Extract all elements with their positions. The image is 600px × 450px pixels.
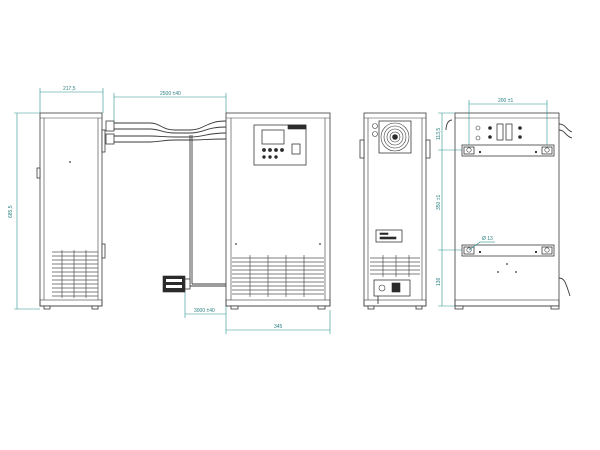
upper-mount-bracket bbox=[461, 144, 555, 157]
rating-label bbox=[375, 229, 403, 243]
display-screen bbox=[261, 129, 285, 145]
bracket-width-label: 200 ±1 bbox=[498, 98, 513, 104]
cable-top-label: 2500 ±40 bbox=[160, 91, 181, 97]
front-width-label: 345 bbox=[274, 324, 283, 330]
side-depth-label: 217,5 bbox=[63, 86, 76, 92]
front-width-dimension: 345 bbox=[225, 310, 331, 334]
cable-top-dimension: 2500 ±40 bbox=[113, 91, 227, 121]
wall-mount-view bbox=[445, 112, 573, 310]
hole-diameter-label: Ø 13 bbox=[482, 236, 493, 242]
front-vent-grille bbox=[232, 255, 324, 297]
hole-diameter-callout: Ø 13 bbox=[468, 236, 495, 251]
side-depth-dimension: 217,5 bbox=[39, 86, 104, 113]
side-view bbox=[36, 112, 106, 310]
mains-inlet bbox=[373, 279, 411, 304]
battery-connector bbox=[162, 275, 191, 293]
rear-vent-grille bbox=[370, 255, 420, 277]
cable-bottom-label: 3000 ±40 bbox=[194, 308, 215, 314]
brand-plate bbox=[287, 124, 307, 130]
cable-bottom-dimension: 3000 ±40 bbox=[184, 292, 227, 318]
cooling-fan bbox=[372, 120, 412, 154]
control-panel bbox=[253, 124, 307, 166]
lower-mount-bracket bbox=[461, 244, 555, 257]
rear-bottom-offset-label: 136 bbox=[436, 277, 442, 286]
rear-top-offset-label: 113,5 bbox=[436, 128, 442, 140]
rear-connectors bbox=[475, 123, 522, 141]
charging-cables bbox=[105, 120, 227, 293]
rear-view bbox=[359, 112, 431, 310]
height-label: 685,5 bbox=[8, 205, 14, 218]
front-view bbox=[225, 112, 331, 310]
height-dimension: 685,5 bbox=[8, 112, 40, 310]
warning-sticker bbox=[291, 143, 301, 155]
rear-vertical-dimensions: 113,5 350 ±1 136 bbox=[436, 112, 462, 307]
side-vent-grille bbox=[52, 250, 98, 298]
bracket-width-dimension: 200 ±1 bbox=[468, 98, 548, 145]
rear-bracket-spacing-label: 350 ±1 bbox=[436, 195, 442, 210]
